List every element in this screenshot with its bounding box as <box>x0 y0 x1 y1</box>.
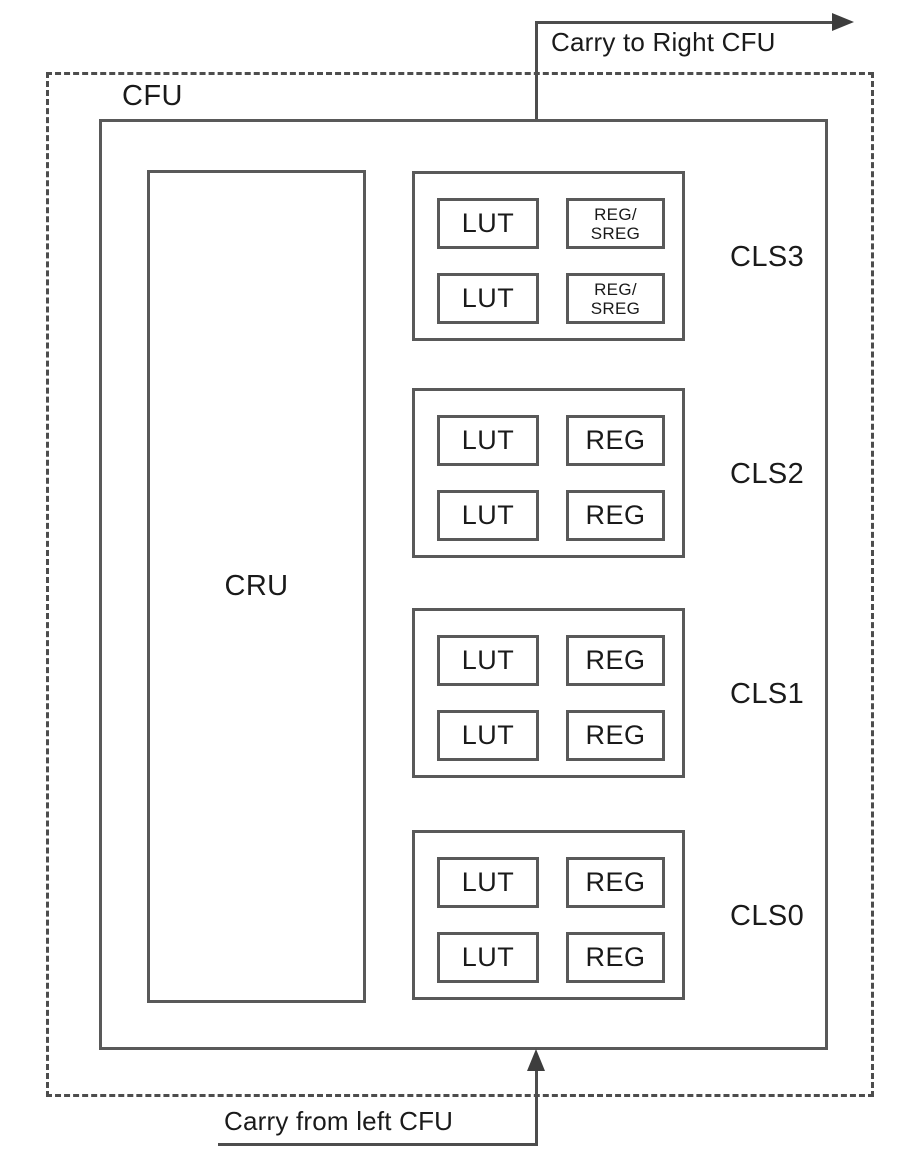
reg-cell-line: REG/ <box>594 279 637 299</box>
lut-cell[interactable]: LUT <box>437 273 539 324</box>
lut-cell[interactable]: LUT <box>437 857 539 908</box>
lut-cell[interactable]: LUT <box>437 932 539 983</box>
cls-block[interactable]: LUT REG LUT REG <box>412 608 685 778</box>
cls-block-label: CLS3 <box>730 241 805 273</box>
cls-block[interactable]: LUT REG LUT REG <box>412 388 685 558</box>
cls-row: LUT REG <box>437 932 665 983</box>
lut-cell[interactable]: LUT <box>437 490 539 541</box>
cls-block[interactable]: LUT REG/SREG LUT REG/SREG <box>412 171 685 341</box>
reg-cell[interactable]: REG <box>566 932 665 983</box>
cls-block[interactable]: LUT REG LUT REG <box>412 830 685 1000</box>
reg-cell[interactable]: REG/SREG <box>566 198 665 249</box>
reg-cell[interactable]: REG <box>566 857 665 908</box>
arrow-right-icon <box>832 13 854 31</box>
reg-cell[interactable]: REG <box>566 415 665 466</box>
lut-cell[interactable]: LUT <box>437 635 539 686</box>
cru-block[interactable]: CRU <box>147 170 366 1003</box>
lut-cell[interactable]: LUT <box>437 415 539 466</box>
carry-to-right-horizontal-wire <box>535 21 835 24</box>
cls-row: LUT REG <box>437 490 665 541</box>
cfu-title: CFU <box>122 80 183 112</box>
cfu-dashed-boundary <box>46 72 874 1097</box>
reg-cell-line: SREG <box>590 298 641 318</box>
carry-from-left-vertical-wire <box>535 1070 538 1145</box>
carry-from-left-label: Carry from left CFU <box>224 1106 454 1136</box>
reg-cell[interactable]: REG <box>566 710 665 761</box>
cls-row: LUT REG <box>437 857 665 908</box>
carry-to-right-vertical-wire <box>535 21 538 121</box>
cls-row: LUT REG <box>437 635 665 686</box>
lut-cell[interactable]: LUT <box>437 710 539 761</box>
cls-block-label: CLS2 <box>730 458 805 490</box>
reg-cell[interactable]: REG/SREG <box>566 273 665 324</box>
reg-cell-line: SREG <box>590 223 641 243</box>
cfu-inner-container <box>99 119 828 1050</box>
carry-from-left-horizontal-wire <box>218 1143 538 1146</box>
reg-cell-line: REG/ <box>594 204 637 224</box>
cls-row: LUT REG/SREG <box>437 273 665 324</box>
reg-cell[interactable]: REG <box>566 490 665 541</box>
cls-row: LUT REG <box>437 415 665 466</box>
arrow-up-icon <box>527 1049 545 1071</box>
cru-label: CRU <box>224 570 289 602</box>
cls-block-label: CLS0 <box>730 900 805 932</box>
cls-row: LUT REG <box>437 710 665 761</box>
cls-row: LUT REG/SREG <box>437 198 665 249</box>
reg-cell[interactable]: REG <box>566 635 665 686</box>
cls-block-label: CLS1 <box>730 678 805 710</box>
carry-to-right-label: Carry to Right CFU <box>551 27 776 57</box>
lut-cell[interactable]: LUT <box>437 198 539 249</box>
